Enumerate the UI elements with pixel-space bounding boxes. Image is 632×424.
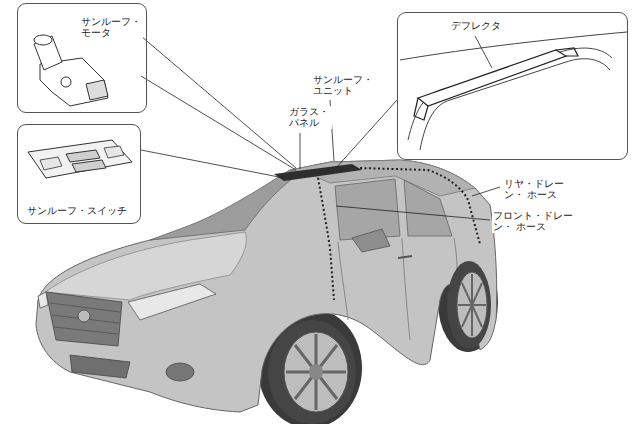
tire	[447, 261, 491, 349]
bumper-intake	[70, 355, 130, 378]
rim-spokes	[458, 274, 486, 336]
part-name: リヤ・ドレーン・ ホース	[503, 178, 585, 201]
leader-line	[472, 187, 500, 196]
roof-edge	[400, 32, 627, 60]
rim	[284, 332, 348, 412]
door-line	[402, 238, 410, 340]
rear-drain-hose	[360, 168, 480, 244]
leader-line	[141, 76, 296, 170]
part-name: サンルーフ・ ユニット	[312, 74, 375, 97]
leader-line	[336, 206, 490, 220]
leader-line	[475, 36, 492, 68]
grille-bar	[50, 303, 120, 334]
front-drain-hose	[318, 178, 334, 300]
fog-lamp	[166, 363, 194, 381]
deflector	[418, 50, 566, 106]
side-window	[335, 179, 400, 240]
motor-cylinder	[34, 36, 62, 70]
door-line	[338, 242, 348, 320]
inset-box: デフレクタ	[397, 12, 628, 160]
leader-line	[141, 36, 296, 168]
part-name: サンルーフ・スイッチ	[26, 205, 133, 216]
leader-line	[336, 100, 397, 168]
part-name: ガラス・ パネル	[288, 106, 332, 129]
headlight	[128, 284, 216, 320]
door-handle	[398, 256, 412, 258]
headlight	[38, 292, 48, 308]
roof-opening	[408, 48, 612, 140]
rim	[457, 272, 487, 338]
deflector-arm	[414, 48, 578, 120]
grille	[46, 292, 122, 346]
sunroof-switch-button	[72, 160, 106, 172]
sunroof-switch-button	[66, 150, 100, 162]
hood	[45, 232, 246, 300]
windshield	[150, 170, 305, 240]
mirror	[352, 229, 390, 252]
part-name: デフレクタ	[450, 20, 509, 31]
leader-line	[141, 150, 284, 178]
tire	[268, 320, 356, 424]
hub	[309, 364, 323, 380]
inset-box: サンルーフ・スイッチ	[17, 124, 141, 224]
car-body	[36, 160, 497, 412]
side-window	[404, 180, 452, 236]
overhead-console	[28, 140, 132, 178]
motor-hole	[61, 77, 71, 87]
motor-connector	[86, 80, 108, 100]
emblem	[78, 310, 90, 322]
map-lamp	[40, 146, 124, 170]
rim-spokes	[286, 334, 346, 410]
part-name: フロント・ドレーン・ ホース	[492, 210, 594, 233]
leader-line	[300, 133, 301, 169]
inset-box: サンルーフ・ モータ	[17, 3, 147, 113]
motor-cylinder-end	[34, 35, 52, 45]
part-name: サンルーフ・ モータ	[80, 16, 143, 39]
